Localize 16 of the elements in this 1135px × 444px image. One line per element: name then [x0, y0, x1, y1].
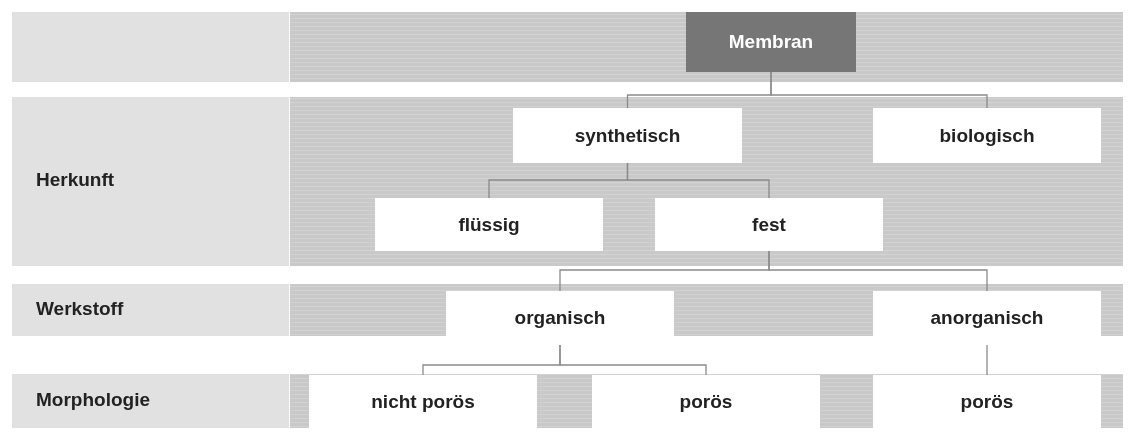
root-box: Membran	[686, 12, 856, 72]
connector-line	[986, 344, 988, 376]
row-label: Herkunft	[36, 169, 115, 191]
connector-line	[626, 162, 770, 199]
category-box: fest	[655, 198, 883, 251]
connector-line	[768, 250, 988, 292]
connector-line	[770, 71, 988, 109]
category-box: flüssig	[375, 198, 603, 251]
connector-line	[559, 344, 707, 376]
category-box: synthetisch	[513, 108, 742, 163]
category-box: nicht porös	[309, 375, 537, 428]
category-box: biologisch	[873, 108, 1101, 163]
row-label: Morphologie	[36, 389, 150, 411]
category-box: porös	[592, 375, 820, 428]
row-label: Werkstoff	[36, 298, 124, 320]
category-box: porös	[873, 375, 1101, 428]
